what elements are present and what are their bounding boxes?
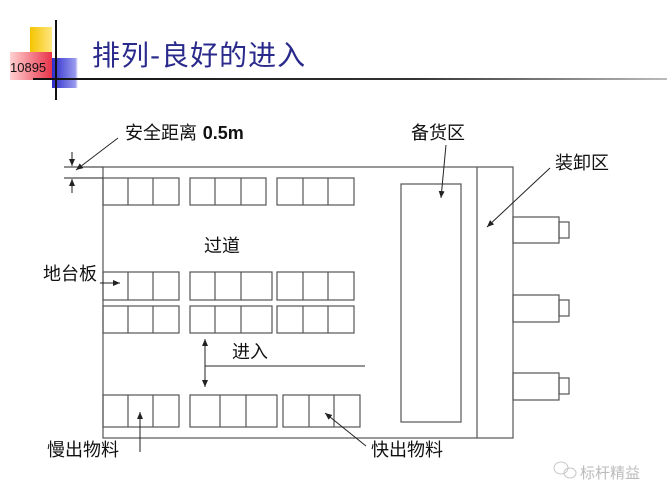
loading-area-label: 装卸区 — [555, 153, 609, 174]
pallet-row-2 — [102, 271, 355, 301]
title-decoration-red — [10, 52, 52, 80]
pallet-label: 地台板 — [43, 264, 97, 285]
warehouse-outline — [102, 166, 514, 439]
page-title: 排列-良好的进入 — [92, 39, 307, 72]
safety-distance-text: 安全距离 — [125, 123, 197, 144]
safety-distance-label: 安全距离 0.5m — [125, 119, 244, 145]
truck-3 — [512, 372, 570, 401]
pallet-row-4 — [102, 394, 361, 428]
watermark-text: 标杆精益 — [580, 464, 641, 482]
title-decoration-yellow — [30, 27, 52, 55]
safety-distance-value: 0.5m — [202, 123, 244, 143]
staging-label-leader — [438, 144, 447, 199]
fast-moving-leader — [324, 412, 367, 447]
truck-2 — [512, 294, 570, 323]
aisle-label: 过道 — [204, 236, 240, 257]
fast-moving-label: 快出物料 — [371, 440, 443, 461]
safety-label-leader — [75, 137, 119, 171]
loading-label-leader — [486, 167, 551, 228]
wechat-icon — [553, 461, 577, 479]
staging-area-rect — [400, 183, 462, 423]
staging-area-label: 备货区 — [411, 123, 465, 144]
slide-number: 10895 — [10, 60, 47, 75]
truck-1 — [512, 216, 570, 244]
pallet-row-1 — [102, 177, 355, 206]
slow-moving-label: 慢出物料 — [47, 440, 119, 461]
pallet-row-3 — [102, 305, 355, 334]
title-underline — [33, 78, 667, 80]
title-decoration-vline — [55, 20, 57, 100]
entry-label: 进入 — [232, 342, 268, 363]
